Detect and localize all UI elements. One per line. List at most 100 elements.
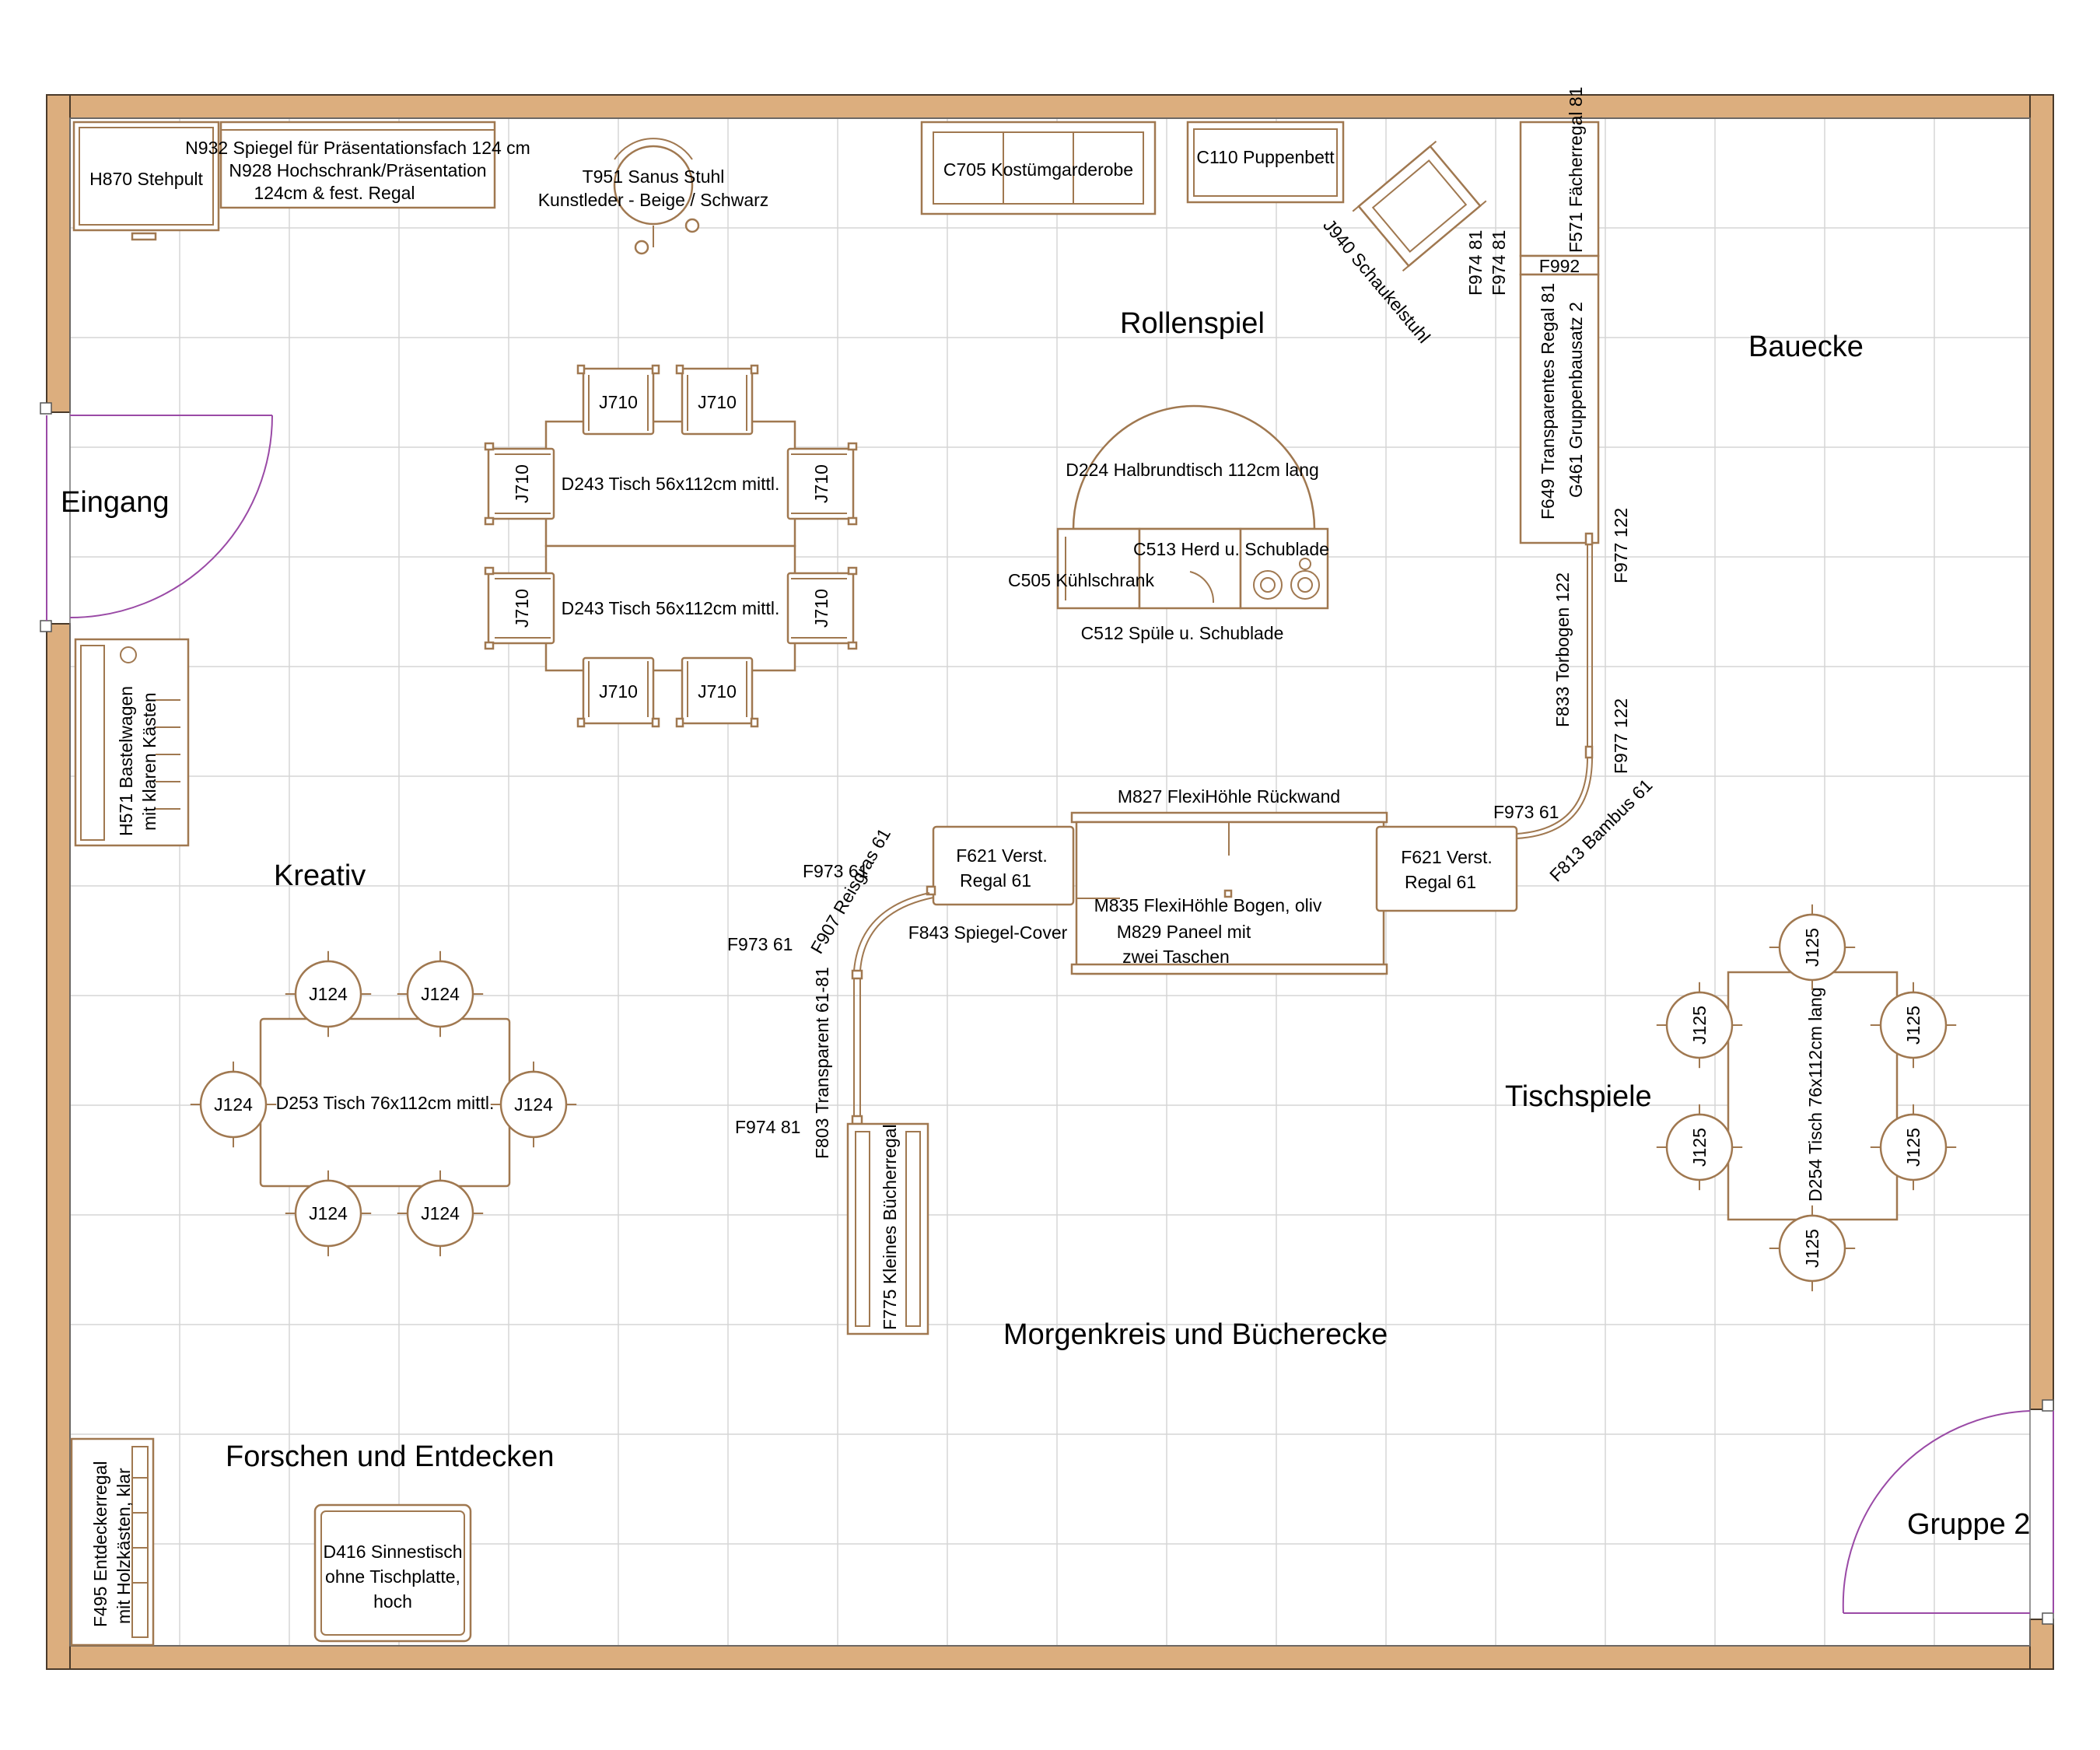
- f649-label: F649 Transparentes Regal 81: [1538, 283, 1558, 520]
- stehpult-h870[interactable]: [72, 121, 220, 241]
- group2-door[interactable]: [1842, 1399, 2054, 1625]
- f495-label-line1: F495 Entdeckerregal: [90, 1461, 110, 1627]
- verst-regal-f621-left[interactable]: [932, 825, 1075, 906]
- h870-label: H870 Stehpult: [89, 169, 203, 189]
- verst-regal-f621-right[interactable]: [1375, 825, 1518, 912]
- chair-j124-5[interactable]: J124: [285, 1170, 372, 1257]
- chair-j710-4[interactable]: J710: [675, 656, 759, 728]
- sanus-stuhl-t951[interactable]: [613, 138, 700, 255]
- c513-label: C513 Herd u. Schublade: [1133, 539, 1329, 559]
- chair-j710-6[interactable]: J710: [484, 566, 555, 650]
- h571-label-line2: mit klaren Kästen: [139, 692, 159, 831]
- zone-forschen: Forschen und Entdecken: [226, 1440, 555, 1473]
- transparent-f803[interactable]: [851, 969, 863, 1125]
- chair-j710-label: J710: [512, 589, 532, 628]
- chair-j710-8[interactable]: J710: [786, 566, 858, 650]
- kuehlschrank-c505[interactable]: [1056, 527, 1141, 610]
- wall-left-lower: [46, 623, 71, 1670]
- entrance-door[interactable]: [40, 402, 273, 632]
- chair-j710-5[interactable]: J710: [484, 442, 555, 526]
- chair-j125-label: J125: [1903, 1128, 1923, 1167]
- transparentes-regal-f649[interactable]: [1519, 273, 1600, 544]
- chair-j710-3[interactable]: J710: [576, 656, 660, 728]
- flexihoehle-m827[interactable]: [1070, 811, 1388, 975]
- d243-label-upper: D243 Tisch 56x112cm mittl.: [562, 474, 780, 494]
- chair-j124-label: J124: [214, 1094, 253, 1115]
- wall-left-upper: [46, 94, 71, 413]
- herd-c513[interactable]: [1239, 527, 1329, 610]
- h571-label-line1: H571 Bastelwagen: [116, 686, 136, 836]
- hochschrank-n928[interactable]: [219, 121, 496, 209]
- bastelwagen-h571[interactable]: [74, 638, 190, 847]
- f973-61-label-upper: F973 61: [803, 861, 868, 881]
- n932-label: N932 Spiegel für Präsentationsfach 124 c…: [185, 138, 530, 158]
- zone-bauecke: Bauecke: [1748, 331, 1864, 363]
- chair-j124-3[interactable]: J124: [190, 1061, 277, 1148]
- torbogen-f833[interactable]: [1584, 532, 1594, 759]
- tisch-d243-upper[interactable]: [544, 420, 796, 548]
- halbrundtisch-d224[interactable]: [1072, 404, 1316, 530]
- m829-label-line1: M829 Paneel mit: [1117, 922, 1251, 942]
- chair-j125-1[interactable]: J125: [1769, 904, 1856, 991]
- chair-j125-3[interactable]: J125: [1870, 982, 1957, 1069]
- chair-j710-7[interactable]: J710: [786, 442, 858, 526]
- chair-j125-6[interactable]: J125: [1769, 1205, 1856, 1292]
- m835-label: M835 FlexiHöhle Bogen, oliv: [1094, 895, 1322, 915]
- f977-label-top: F977 122: [1611, 508, 1631, 583]
- chair-j710-label: J710: [811, 464, 831, 503]
- chair-j125-5[interactable]: J125: [1870, 1104, 1957, 1191]
- d254-label: D254 Tisch 76x112cm lang: [1805, 987, 1825, 1202]
- buecherregal-f775[interactable]: [846, 1122, 929, 1335]
- f621-right-line2: Regal 61: [1405, 872, 1476, 892]
- f621-right-line1: F621 Verst.: [1401, 847, 1493, 867]
- zone-gruppe2: Gruppe 2: [1907, 1508, 2030, 1541]
- zone-rollenspiel: Rollenspiel: [1120, 307, 1265, 340]
- chair-j124-2[interactable]: J124: [397, 950, 484, 1038]
- chair-j124-label: J124: [309, 1203, 348, 1223]
- f992-connector[interactable]: [1519, 254, 1600, 276]
- f803-label: F803 Transparent 61-81: [812, 967, 832, 1159]
- chair-j710-2[interactable]: J710: [675, 364, 759, 436]
- c110-label: C110 Puppenbett: [1196, 147, 1335, 167]
- f495-label-line2: mit Holzkästen, klar: [114, 1468, 134, 1624]
- d416-label-line2: ohne Tischplatte,: [325, 1566, 460, 1587]
- chair-j124-1[interactable]: J124: [285, 950, 372, 1038]
- puppenbett-c110[interactable]: [1186, 121, 1345, 204]
- reisgras-f907[interactable]: [853, 885, 936, 971]
- schaukelstuhl-j940[interactable]: [1352, 140, 1487, 272]
- entdeckerregal-f495[interactable]: [70, 1437, 155, 1647]
- f977-label-bottom: F977 122: [1611, 698, 1631, 774]
- faecherregal-f571[interactable]: [1519, 121, 1600, 257]
- chair-j125-4[interactable]: J125: [1656, 1104, 1743, 1191]
- f974-81-label-a: F974 81: [1465, 230, 1486, 296]
- zone-kreativ: Kreativ: [274, 859, 366, 892]
- bambus-f813[interactable]: [1516, 757, 1593, 839]
- inner-wall-line: [69, 117, 2031, 1647]
- chair-j124-4[interactable]: J124: [490, 1061, 577, 1148]
- chair-j124-6[interactable]: J124: [397, 1170, 484, 1257]
- spuele-c512[interactable]: [1138, 527, 1242, 610]
- chair-j124-label: J124: [309, 984, 348, 1004]
- walls: [46, 94, 2054, 1670]
- c705-label: C705 Kostümgarderobe: [943, 159, 1133, 180]
- c505-label: C505 Kühlschrank: [1008, 570, 1154, 590]
- kostuemgarderobe-c705[interactable]: [920, 121, 1157, 215]
- sinnestisch-d416[interactable]: [313, 1503, 472, 1643]
- chair-j125-label: J125: [1903, 1006, 1923, 1045]
- chair-j125-label: J125: [1689, 1128, 1710, 1167]
- chair-j710-label: J710: [698, 392, 737, 412]
- d416-label-line3: hoch: [373, 1591, 412, 1612]
- d253-label: D253 Tisch 76x112cm mittl.: [276, 1093, 495, 1113]
- n928-label-line2: 124cm & fest. Regal: [254, 183, 415, 203]
- f813-label: F813 Bambus 61: [1545, 775, 1656, 885]
- f974-81-label-left: F974 81: [735, 1117, 800, 1137]
- chair-j124-label: J124: [514, 1094, 553, 1115]
- chair-j125-2[interactable]: J125: [1656, 982, 1743, 1069]
- c512-label: C512 Spüle u. Schublade: [1081, 623, 1284, 643]
- wall-top: [46, 94, 2054, 119]
- tisch-d243-lower[interactable]: [544, 544, 796, 672]
- chair-j710-1[interactable]: J710: [576, 364, 660, 436]
- chair-j125-label: J125: [1802, 1229, 1822, 1268]
